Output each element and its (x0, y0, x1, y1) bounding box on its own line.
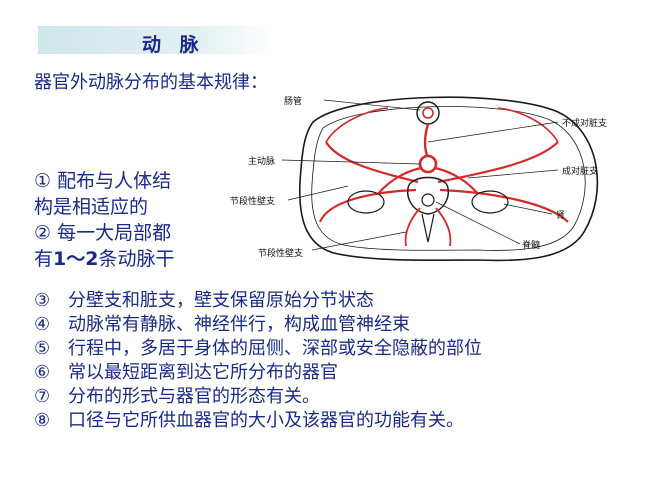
vertebra (407, 176, 449, 215)
parietal-artery-left (325, 141, 419, 184)
point-2-text-b: 条动脉干 (98, 248, 175, 270)
subtitle: 器官外动脉分布的基本规律： (34, 72, 268, 93)
label-segmental-parietal-1: 节段性壁支 (230, 195, 275, 207)
intestine-lumen (422, 107, 434, 119)
body-wall-outline (298, 96, 599, 262)
parietal-artery-right (437, 141, 559, 184)
rule-text: 常以最短距离到达它所分布的器官 (68, 362, 338, 383)
aorta (418, 154, 438, 174)
rule-item: ⑥ 常以最短距离到达它所分布的器官 (34, 358, 338, 384)
rule-text: 行程中，多居于身体的屈侧、深部或安全隐蔽的部位 (68, 338, 482, 359)
label-spinal-cord: 脊髓 (522, 239, 540, 251)
rule-text: 分壁支和脏支，壁支保留原始分节状态 (68, 290, 374, 311)
label-unpaired-visceral: 不成对脏支 (562, 117, 607, 129)
point-1-line-2: 构是相适应的 (34, 196, 149, 218)
point-2-line-1: ② 每一大局部都 (34, 222, 172, 244)
rule-number: ⑥ (34, 362, 51, 383)
leader-intestine (323, 99, 421, 111)
page-title: 动 脉 (142, 34, 205, 56)
kidney-left (347, 190, 385, 214)
label-aorta: 主动脉 (248, 155, 275, 167)
leader-spinal (435, 201, 521, 245)
rule-text: 口径与它所供血器官的大小及该器官的功能有关。 (68, 410, 464, 431)
wall-artery-right-top (497, 107, 559, 143)
paired-visceral-artery-right (434, 166, 479, 195)
segmental-artery-back (404, 207, 421, 247)
rule-text: 动脉常有静脉、神经伴行，构成血管神经束 (68, 314, 410, 335)
leader-segmental-2 (311, 231, 407, 251)
point-2-text-a: 有 (34, 248, 54, 270)
paired-visceral-artery-left (377, 166, 422, 195)
rule-number: ⑤ (34, 338, 51, 359)
point-2-count: 1～2 (53, 248, 99, 270)
leader-unpaired (427, 121, 559, 143)
wall-artery-left-top (325, 107, 389, 143)
unpaired-visceral-artery (423, 123, 430, 159)
title-banner (38, 26, 274, 54)
leader-paired (467, 169, 559, 179)
label-intestine: 肠管 (284, 95, 302, 107)
spinal-cord (421, 193, 435, 207)
point-2-line-2: 有1～2条动脉干 (34, 246, 174, 272)
spinous-process (421, 213, 435, 243)
kidney-right (471, 190, 509, 214)
leader-aorta (281, 159, 421, 165)
label-segmental-parietal-2: 节段性壁支 (258, 247, 303, 259)
rule-number: ④ (34, 314, 51, 335)
rule-text: 分布的形式与器官的形态有关。 (68, 386, 320, 407)
rule-item: ④ 动脉常有静脉、神经伴行，构成血管神经束 (34, 310, 410, 336)
rule-number: ⑧ (34, 410, 51, 431)
parietal-artery-right-2 (439, 188, 569, 223)
rule-item: ⑤ 行程中，多居于身体的屈侧、深部或安全隐蔽的部位 (34, 334, 482, 360)
point-1-line-1: ① 配布与人体结 (34, 170, 172, 192)
intestine-ring (416, 101, 440, 125)
rule-item: ⑧ 口径与它所供血器官的大小及该器官的功能有关。 (34, 406, 464, 432)
leader-segmental-1 (287, 185, 349, 201)
rule-number: ⑦ (34, 386, 51, 407)
label-paired-visceral: 成对脏支 (562, 165, 598, 177)
artery-cross-section-diagram: 肠管 不成对脏支 主动脉 成对脏支 节段性壁支 肾 节段性壁支 脊髓 (230, 95, 607, 262)
label-kidney: 肾 (556, 210, 565, 221)
parietal-artery-left-2 (318, 188, 417, 223)
rule-item: ⑦ 分布的形式与器官的形态有关。 (34, 382, 320, 408)
rule-number: ③ (34, 290, 51, 311)
leader-kidney (503, 203, 553, 215)
rule-item: ③ 分壁支和脏支，壁支保留原始分节状态 (34, 286, 374, 312)
segmental-artery-back-2 (435, 207, 452, 247)
